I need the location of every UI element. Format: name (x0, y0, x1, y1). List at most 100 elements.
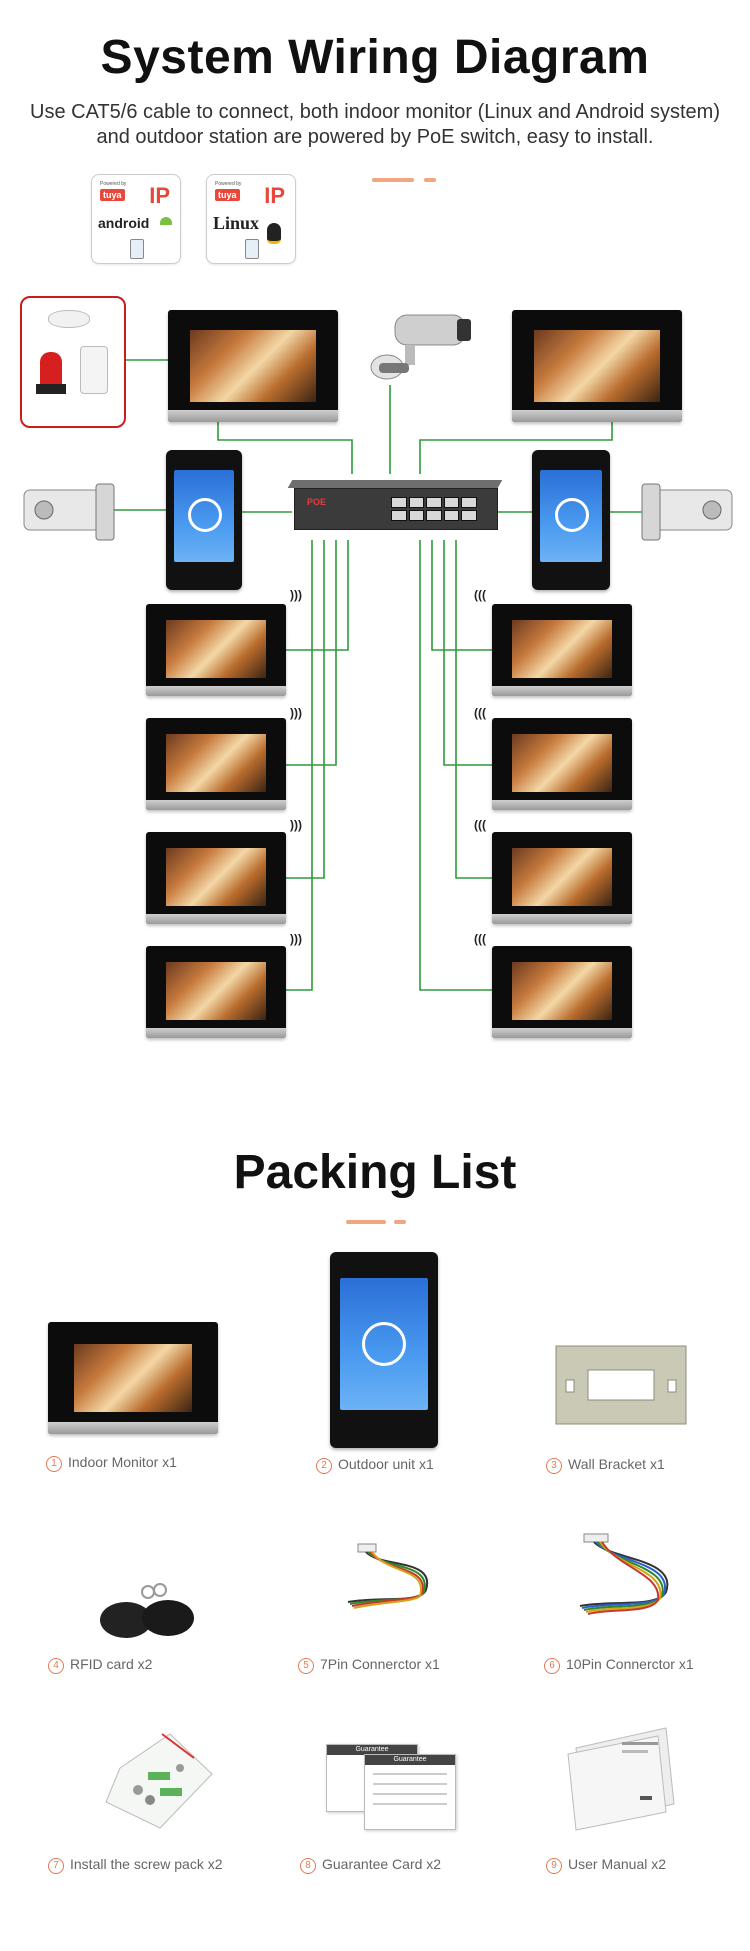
monitor-screen (512, 848, 612, 906)
monitor-screen (512, 962, 612, 1020)
monitor-screen (512, 620, 612, 678)
badge-powered-text: Powered by (215, 181, 242, 187)
monitor-bezel-bar (492, 800, 632, 810)
ip-label: IP (149, 183, 170, 208)
monitor-bezel-bar (146, 686, 286, 696)
switch-brand: POE (307, 497, 327, 507)
phone-icon (245, 239, 259, 259)
wifi-icon: ((( (474, 588, 486, 602)
wifi-icon: ((( (474, 932, 486, 946)
wire-monitor-top-left (217, 420, 353, 474)
item-number-badge: 1 (46, 1456, 62, 1472)
7pin-connector-image (347, 1543, 429, 1609)
monitor-screen (166, 962, 266, 1020)
monitor-bezel-bar (512, 410, 682, 422)
wiring-subtitle-line-2: and outdoor station are powered by PoE s… (96, 126, 654, 148)
item-label: Outdoor unit x1 (338, 1456, 434, 1472)
switch-port-grid (391, 497, 477, 521)
item-number-badge: 9 (546, 1858, 562, 1874)
packing-outdoor-unit-image (330, 1252, 438, 1448)
10pin-connector-image (579, 1533, 669, 1615)
monitor-screen (74, 1344, 192, 1412)
guarantee-card-line (373, 1783, 447, 1785)
wire-right-1 (431, 540, 492, 651)
tuya-android-badge: Powered by tuya IP android (91, 174, 181, 264)
user-call-icon (188, 498, 222, 532)
siren-base (36, 384, 66, 394)
indoor-monitor-right-4 (492, 946, 632, 1038)
poe-switch: POE (287, 474, 503, 540)
indoor-monitor-left-2 (146, 718, 286, 810)
linux-label: Linux (213, 213, 260, 233)
packing-item-6: 6 10Pin Connerctor x1 (544, 1656, 694, 1674)
ethernet-port-icon (408, 497, 425, 508)
ethernet-port-icon (461, 497, 477, 508)
packing-list-title: Packing List (233, 1146, 517, 1199)
indoor-monitor-left-4 (146, 946, 286, 1038)
ethernet-port-icon (391, 510, 407, 521)
wire-right-4 (419, 540, 492, 991)
guarantee-card-front: Guarantee (364, 1754, 456, 1830)
item-number-badge: 2 (316, 1458, 332, 1474)
user-manual-image (567, 1727, 675, 1831)
ethernet-port-icon (426, 510, 442, 521)
rfid-card-image (100, 1583, 194, 1638)
tuya-logo: tuya (100, 189, 125, 201)
indoor-monitor-top-right (512, 310, 682, 422)
guarantee-card-line (373, 1793, 447, 1795)
electric-lock-left-icon (23, 483, 115, 541)
item-number-badge: 4 (48, 1658, 64, 1674)
guarantee-card-header: Guarantee (327, 1745, 417, 1755)
indoor-monitor-top-left (168, 310, 338, 422)
screw-pack-image (105, 1733, 213, 1829)
wire-monitor-top-right (419, 420, 613, 474)
guarantee-card-line (373, 1803, 447, 1805)
monitor-bezel-bar (168, 410, 338, 422)
wiring-accent-line (372, 178, 414, 182)
switch-top (287, 480, 503, 488)
wire-left-4 (286, 540, 313, 991)
switch-body: POE (294, 488, 498, 530)
guarantee-card-header: Guarantee (365, 1755, 455, 1765)
outdoor-station-right (532, 450, 610, 590)
monitor-bezel-bar (146, 1028, 286, 1038)
packing-accent-dot (394, 1220, 406, 1224)
monitor-bezel-bar (146, 914, 286, 924)
ethernet-port-icon (426, 497, 442, 508)
item-number-badge: 3 (546, 1458, 562, 1474)
network-wires (60, 359, 690, 991)
ethernet-port-icon (408, 510, 425, 521)
indoor-monitor-right-1 (492, 604, 632, 696)
wiring-subtitle-line-1: Use CAT5/6 cable to connect, both indoor… (30, 101, 720, 123)
item-number-badge: 6 (544, 1658, 560, 1674)
android-robot-icon (160, 217, 172, 225)
ethernet-port-icon (443, 497, 460, 508)
packing-item-2: 2 Outdoor unit x1 (316, 1456, 434, 1474)
ethernet-port-icon (391, 497, 407, 508)
indoor-monitor-left-1 (146, 604, 286, 696)
indoor-monitor-right-3 (492, 832, 632, 924)
item-label: Install the screw pack x2 (70, 1856, 223, 1872)
cctv-camera-icon (370, 314, 471, 380)
wire-right-3 (455, 540, 492, 879)
alarm-sensor-box (20, 296, 126, 428)
packing-indoor-monitor-image (48, 1322, 218, 1434)
item-label: 7Pin Connerctor x1 (320, 1656, 440, 1672)
pir-sensor-icon (80, 346, 108, 394)
wire-left-2 (286, 540, 337, 766)
indoor-monitor-left-3 (146, 832, 286, 924)
wifi-icon: ))) (290, 932, 302, 946)
monitor-bezel-bar (146, 800, 286, 810)
phone-icon (130, 239, 144, 259)
tux-penguin-icon (267, 223, 281, 244)
monitor-screen (534, 330, 660, 402)
ethernet-port-icon (443, 510, 460, 521)
ethernet-port-icon (461, 510, 477, 521)
item-label: 10Pin Connerctor x1 (566, 1656, 694, 1672)
monitor-screen (190, 330, 316, 402)
badge-powered-text: Powered by (100, 181, 127, 187)
wall-bracket-image (555, 1345, 687, 1425)
